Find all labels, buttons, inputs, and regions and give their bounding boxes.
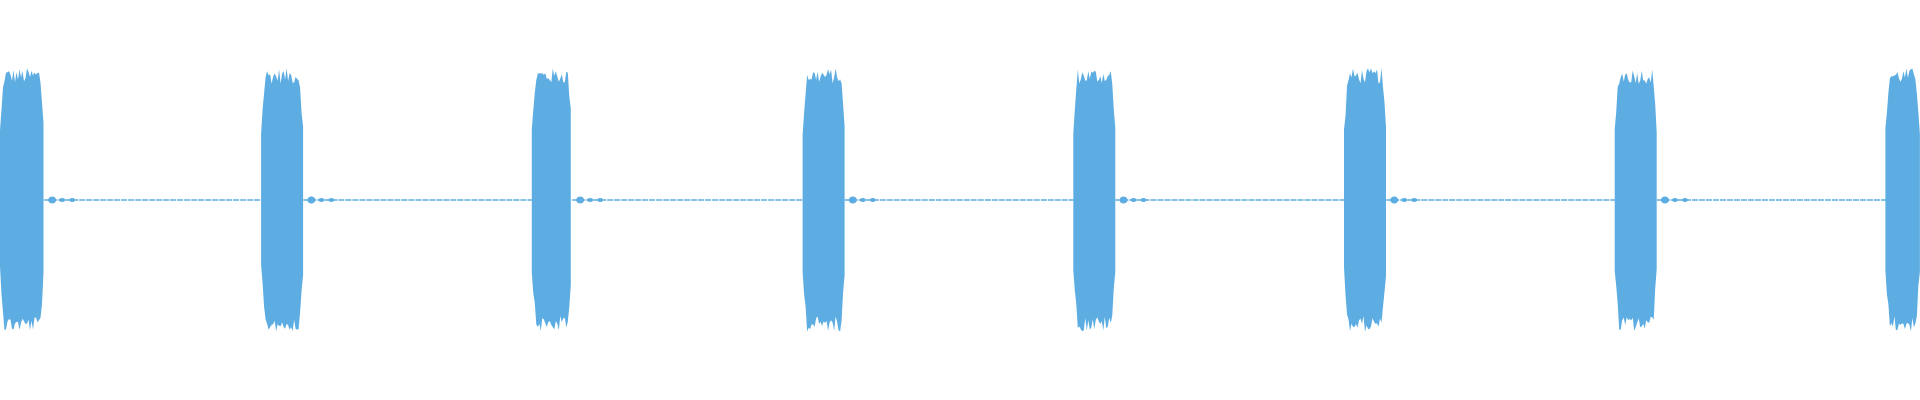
waveform-burst bbox=[1885, 68, 1920, 332]
waveform-burst bbox=[531, 68, 571, 331]
waveform-burst bbox=[1614, 69, 1657, 331]
waveform-burst bbox=[261, 68, 304, 332]
waveform-burst bbox=[802, 68, 845, 332]
waveform-baseline bbox=[44, 196, 1886, 204]
waveform-burst bbox=[1344, 68, 1386, 332]
waveform-bursts bbox=[0, 68, 1920, 332]
waveform-burst bbox=[0, 68, 44, 331]
waveform-burst bbox=[1073, 69, 1116, 332]
